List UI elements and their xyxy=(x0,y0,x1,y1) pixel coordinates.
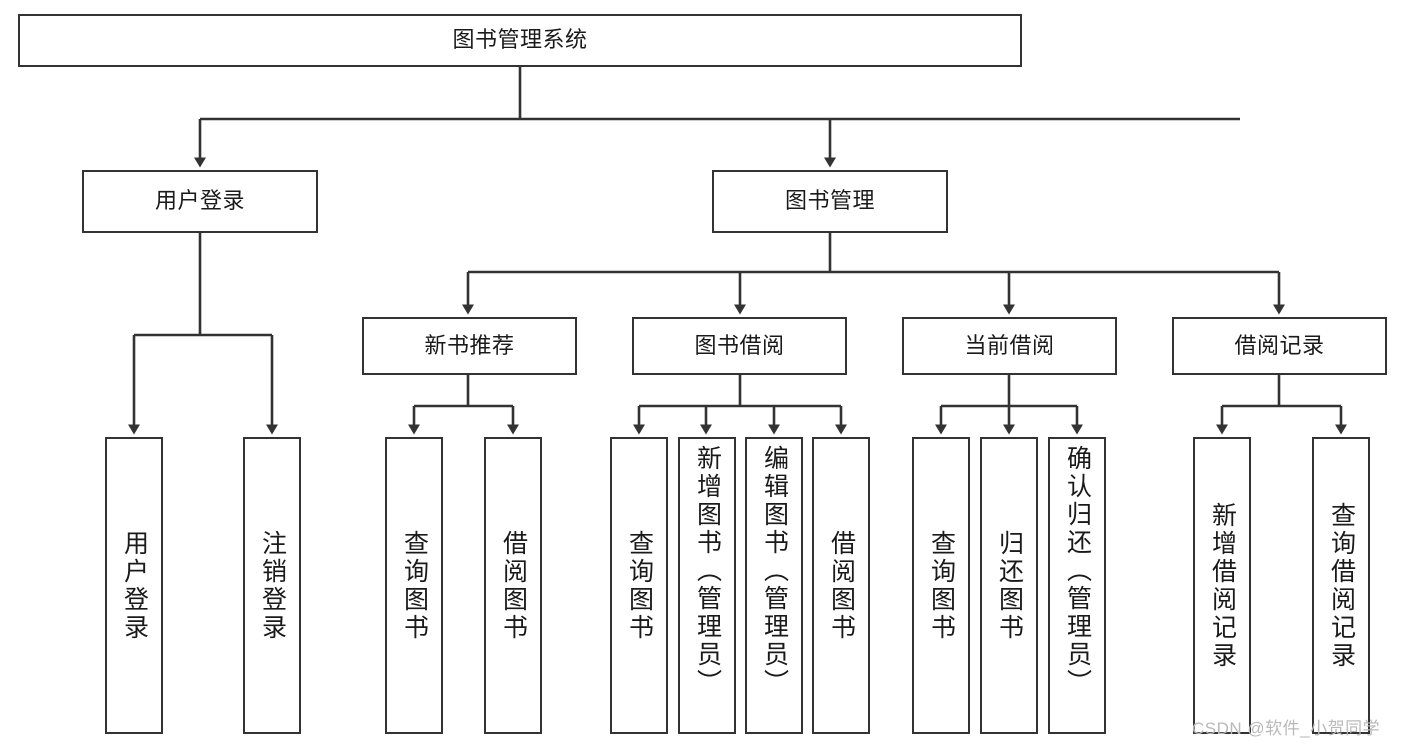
node-label: 用户登录 xyxy=(120,529,149,642)
node-label: 图书管理系统 xyxy=(452,27,588,53)
node-user-login[interactable]: 用户登录 xyxy=(82,170,318,233)
node-label: 借阅记录 xyxy=(1234,332,1325,358)
node-label: 用户登录 xyxy=(154,188,245,214)
leaf-book-borrow-edit-book-admin[interactable]: 编辑图书（管理员） xyxy=(745,437,803,734)
node-label: 新增图书（管理员） xyxy=(693,445,722,697)
leaf-book-borrow-add-book-admin[interactable]: 新增图书（管理员） xyxy=(678,437,736,734)
leaf-book-borrow-query-book[interactable]: 查询图书 xyxy=(610,437,668,734)
leaf-user-login-login[interactable]: 用户登录 xyxy=(105,437,163,734)
leaf-user-login-logout[interactable]: 注销登录 xyxy=(243,437,301,734)
node-book-management[interactable]: 图书管理 xyxy=(712,170,948,233)
node-label: 归还图书 xyxy=(995,529,1024,642)
leaf-current-borrow-query-book[interactable]: 查询图书 xyxy=(912,437,970,734)
node-label: 编辑图书（管理员） xyxy=(760,445,789,697)
node-label: 当前借阅 xyxy=(964,332,1055,358)
node-current-borrow[interactable]: 当前借阅 xyxy=(902,317,1117,375)
csdn-watermark: CSDN @软件_小贺同学 xyxy=(1192,719,1381,738)
node-new-book-recommend[interactable]: 新书推荐 xyxy=(362,317,577,375)
node-label: 图书管理 xyxy=(784,188,875,214)
node-label: 新增借阅记录 xyxy=(1208,501,1237,670)
node-label: 确认归还（管理员） xyxy=(1063,445,1092,697)
leaf-borrow-record-add-record[interactable]: 新增借阅记录 xyxy=(1193,437,1251,734)
node-label: 注销登录 xyxy=(258,529,287,642)
leaf-borrow-record-query-record[interactable]: 查询借阅记录 xyxy=(1312,437,1370,734)
node-book-borrow[interactable]: 图书借阅 xyxy=(632,317,847,375)
node-label: 查询图书 xyxy=(400,529,429,642)
leaf-new-book-query-book[interactable]: 查询图书 xyxy=(385,437,443,734)
node-label: 查询图书 xyxy=(927,529,956,642)
leaf-new-book-borrow-book[interactable]: 借阅图书 xyxy=(484,437,542,734)
node-label: 借阅图书 xyxy=(499,529,528,642)
leaf-current-borrow-confirm-return-admin[interactable]: 确认归还（管理员） xyxy=(1048,437,1106,734)
node-borrow-record[interactable]: 借阅记录 xyxy=(1172,317,1387,375)
leaf-book-borrow-borrow-book[interactable]: 借阅图书 xyxy=(812,437,870,734)
node-root-library-management-system[interactable]: 图书管理系统 xyxy=(18,14,1022,67)
node-label: 查询借阅记录 xyxy=(1327,501,1356,670)
node-label: 图书借阅 xyxy=(694,332,785,358)
leaf-current-borrow-return-book[interactable]: 归还图书 xyxy=(980,437,1038,734)
node-label: 新书推荐 xyxy=(424,332,515,358)
node-label: 查询图书 xyxy=(625,529,654,642)
node-label: 借阅图书 xyxy=(827,529,856,642)
